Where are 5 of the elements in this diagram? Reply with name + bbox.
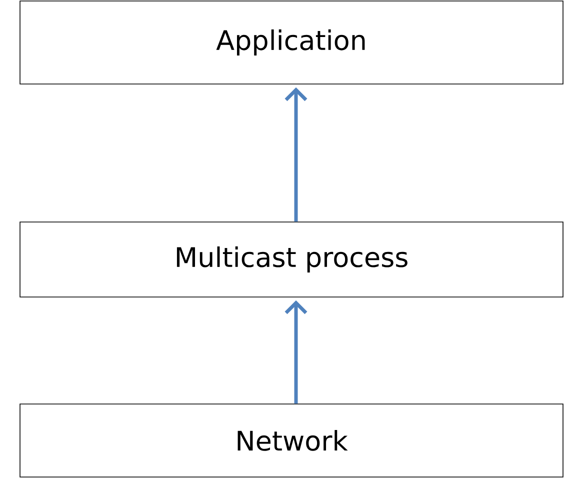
arrow	[284, 87, 308, 222]
layer-box: Network	[20, 404, 564, 478]
arrow	[284, 300, 308, 404]
layer-box: Application	[20, 0, 564, 84]
layer-box: Multicast process	[20, 222, 564, 298]
